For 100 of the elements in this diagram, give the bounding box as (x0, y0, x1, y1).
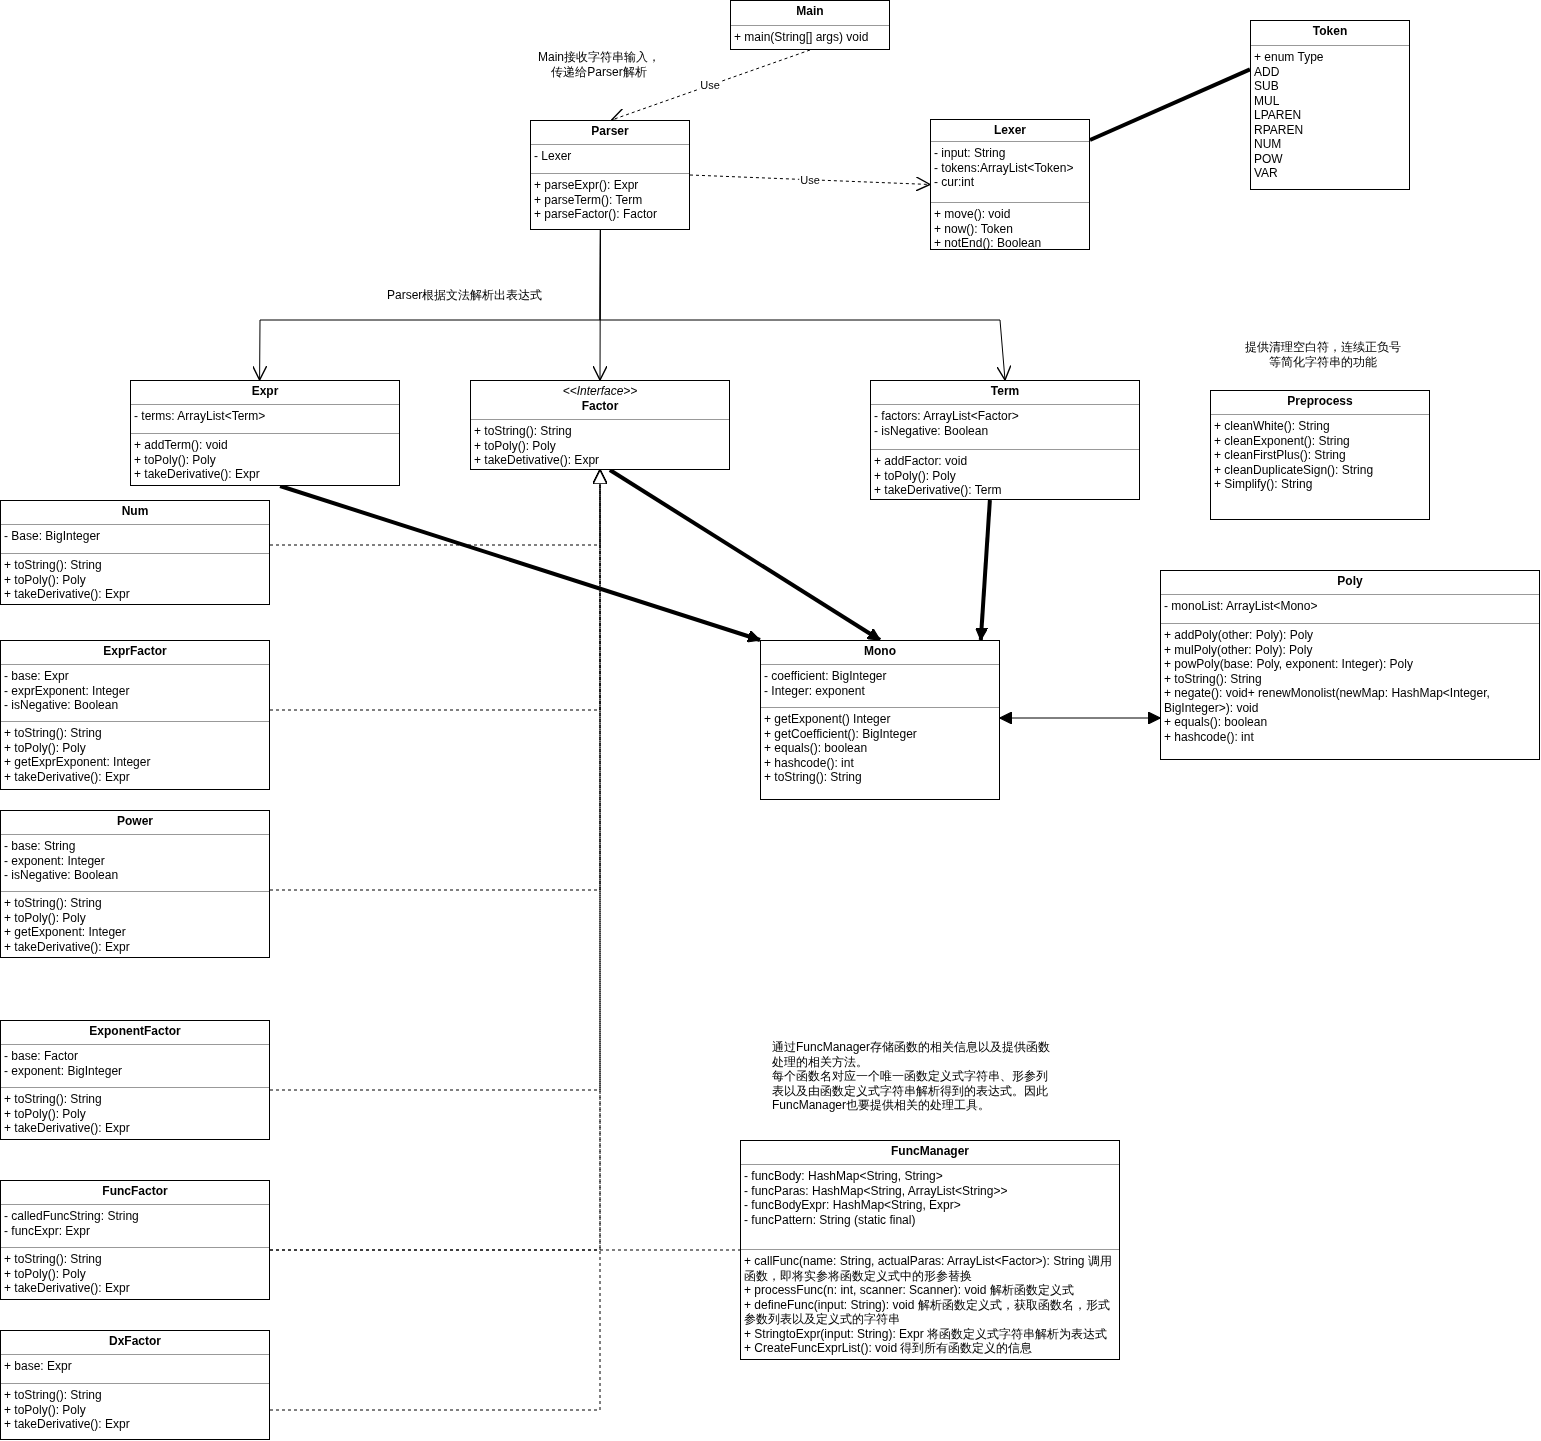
method-text: + toString(): String (4, 558, 103, 573)
class-box (0, 1020, 270, 1140)
class-box (930, 119, 1090, 250)
class-box (1160, 570, 1540, 760)
class-name: ExponentFactor (88, 1024, 182, 1039)
method-text: + getExponent() Integer (764, 712, 892, 727)
method-text: + toString(): String (474, 424, 573, 439)
enum-text: SUB (1254, 79, 1280, 94)
method-text: + equals(): boolean (764, 741, 869, 756)
method-text: + addPoly(other: Poly): Poly (1164, 628, 1315, 643)
attribute-text: - base: String (4, 839, 77, 854)
method-text: + takeDetivative(): Expr (474, 453, 601, 468)
attribute-text: - funcPattern: String (static final) (744, 1212, 917, 1227)
method-text: + toPoly(): Poly (4, 910, 87, 925)
class-name: Token (1311, 24, 1349, 39)
class-box (740, 1140, 1120, 1360)
method-text: + callFunc(name: String, actualParas: ArrayList<Factor>): String 调用函数，即将实参将函数定义式中的形参替换 (744, 1254, 1113, 1283)
class-name: Parser (590, 124, 630, 139)
method-text: + main(String[] args) void (734, 30, 870, 45)
attribute-text: - isNegative: Boolean (874, 423, 990, 438)
class-name: ExprFactor (102, 644, 168, 659)
method-text: + takeDerivative(): Expr (4, 769, 131, 784)
method-text: + toPoly(): Poly (4, 740, 87, 755)
class-name: Mono (863, 644, 897, 659)
class-box (0, 500, 270, 605)
method-text: + CreateFuncExprList(): void 得到所有函数定义的信息 (744, 1341, 1034, 1356)
method-text: + takeDerivative(): Expr (4, 1281, 131, 1296)
class-box (0, 1180, 270, 1300)
arrow (610, 49, 811, 123)
method-text: + cleanWhite(): String (1214, 419, 1331, 434)
method-text: + mulPoly(other: Poly): Poly (1164, 642, 1314, 657)
method-text: + getExponent: Integer (4, 925, 127, 940)
class-box (870, 380, 1140, 500)
method-text: + toString(): String (4, 1252, 103, 1267)
class-box (1210, 390, 1430, 520)
attribute-text: - Base: BigInteger (4, 529, 102, 544)
attribute-text: - Integer: exponent (764, 683, 866, 698)
class-box (760, 640, 1000, 800)
note-text: Main接收字符串输入，传递给Parser解析 (537, 50, 661, 79)
method-text: + processFunc(n: int, scanner: Scanner): void 解析函数定义式 (744, 1283, 1075, 1298)
method-text: + takeDerivative(): Expr (4, 587, 131, 602)
connector-line (269, 1249, 741, 1251)
class-name: Main (795, 4, 825, 19)
class-name: Poly (1336, 574, 1364, 589)
method-text: + toString(): String (4, 726, 103, 741)
method-text: + hashcode(): int (764, 755, 855, 770)
class-name: Preprocess (1286, 394, 1354, 409)
note-text: 提供清理空白符，连续正负号等简化字符串的功能 (1243, 340, 1402, 369)
edge-label: Use (799, 174, 821, 186)
edge-label: Use (699, 79, 721, 91)
class-box (530, 120, 690, 230)
class-name: FuncFactor (101, 1184, 169, 1199)
enum-text: + enum Type (1254, 50, 1325, 65)
class-name: Num (120, 504, 150, 519)
class-box (1250, 20, 1410, 190)
stereotype-text: <<Interface>> (561, 384, 639, 399)
enum-text: NUM (1254, 137, 1283, 152)
method-text: + takeDerivative(): Expr (134, 467, 261, 482)
enum-text: MUL (1254, 93, 1281, 108)
method-text: + defineFunc(input: String): void 解析函数定义式，获取函数名，形式参数列表以及定义式的字符串 (744, 1297, 1111, 1327)
method-text: + toString(): String (4, 896, 103, 911)
attribute-text: + base: Expr (4, 1359, 73, 1374)
arrow (689, 174, 931, 192)
method-text: + takeDerivative(): Term (874, 483, 1003, 498)
attribute-text: - exponent: Integer (4, 853, 106, 868)
class-name: Term (989, 384, 1021, 399)
method-text: + cleanFirstPlus(): String (1214, 448, 1347, 463)
attribute-text: - funcBodyExpr: HashMap<String, Expr> (744, 1198, 962, 1213)
method-text: + toPoly(): Poly (4, 572, 87, 587)
arrow (608, 468, 882, 642)
method-text: + negate(): void+ renewMonolist(newMap: HashMap<Integer, BigInteger>): void (1164, 686, 1491, 715)
method-text: + toPoly(): Poly (874, 468, 957, 483)
class-box (730, 0, 890, 50)
method-text: + parseExpr(): Expr (534, 178, 640, 193)
method-text: + Simplify(): String (1214, 477, 1314, 492)
enum-text: LPAREN (1254, 108, 1303, 123)
method-text: + takeDerivative(): Expr (4, 1121, 131, 1136)
attribute-text: - tokens:ArrayList<Token> (934, 160, 1075, 175)
class-box (470, 380, 730, 470)
enum-text: RPAREN (1254, 122, 1305, 137)
attribute-text: - Lexer (534, 149, 573, 164)
method-text: + takeDerivative(): Expr (4, 939, 131, 954)
note-text: 通过FuncManager存储函数的相关信息以及提供函数处理的相关方法。 (772, 1040, 1052, 1069)
method-text: + now(): Token (934, 221, 1014, 236)
class-name: Factor (580, 398, 620, 413)
class-name: Power (116, 814, 154, 829)
attribute-text: - exponent: BigInteger (4, 1063, 124, 1078)
class-name: Expr (250, 384, 280, 399)
method-text: + parseFactor(): Factor (534, 207, 659, 222)
method-text: + toPoly(): Poly (4, 1266, 87, 1281)
attribute-text: - base: Factor (4, 1049, 80, 1064)
method-text: + toString(): String (4, 1092, 103, 1107)
realization-arrow (269, 469, 608, 1411)
method-text: + move(): void (934, 207, 1012, 222)
method-text: + cleanExponent(): String (1214, 433, 1351, 448)
class-box (0, 640, 270, 790)
method-text: + toString(): String (764, 770, 863, 785)
connector-line (1089, 67, 1251, 142)
enum-text: VAR (1254, 166, 1279, 181)
method-text: + StringtoExpr(input: String): Expr 将函数定义式字符串解析为表达式 (744, 1326, 1109, 1341)
